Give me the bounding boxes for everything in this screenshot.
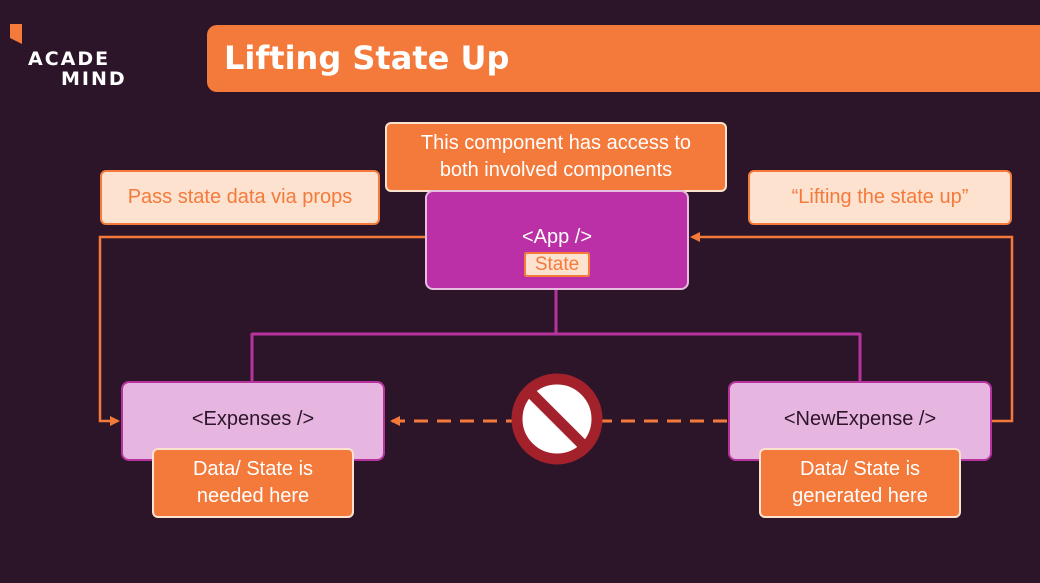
logo-text-line1: ACADE: [28, 48, 111, 70]
component-tree-lines: [250, 288, 862, 382]
app-state-badge: State: [523, 252, 591, 277]
academind-logo: ACADE MIND: [8, 22, 138, 92]
callout-top-text: This component has access to both involv…: [420, 132, 692, 181]
expenses-component-label: <Expenses />: [191, 407, 315, 430]
newexpense-note: Data/ State is generated here: [759, 448, 961, 518]
logo-text-line2: MIND: [61, 68, 127, 90]
expenses-note: Data/ State is needed here: [152, 448, 354, 518]
logo-flag-icon: [10, 24, 22, 44]
newexpense-note-text: Data/ State is generated here: [792, 458, 928, 507]
slide-title: Lifting State Up: [224, 39, 510, 77]
callout-top: This component has access to both involv…: [385, 122, 727, 192]
app-component-box: <App /> State: [425, 190, 689, 290]
newexpense-component-label: <NewExpense />: [783, 407, 937, 430]
title-banner: Lifting State Up: [207, 25, 1040, 92]
newexpense-component-box: <NewExpense />: [728, 381, 992, 461]
expenses-component-box: <Expenses />: [121, 381, 385, 461]
callout-right-text: “Lifting the state up”: [791, 186, 969, 208]
callout-right: “Lifting the state up”: [748, 170, 1012, 225]
expenses-note-text: Data/ State is needed here: [192, 458, 314, 507]
prohibited-icon: [511, 373, 603, 465]
callout-left: Pass state data via props: [100, 170, 380, 225]
props-arrow: [98, 235, 427, 426]
callout-left-text: Pass state data via props: [127, 186, 353, 208]
lift-state-arrow: [690, 232, 1014, 423]
app-component-label: <App />: [521, 226, 593, 248]
